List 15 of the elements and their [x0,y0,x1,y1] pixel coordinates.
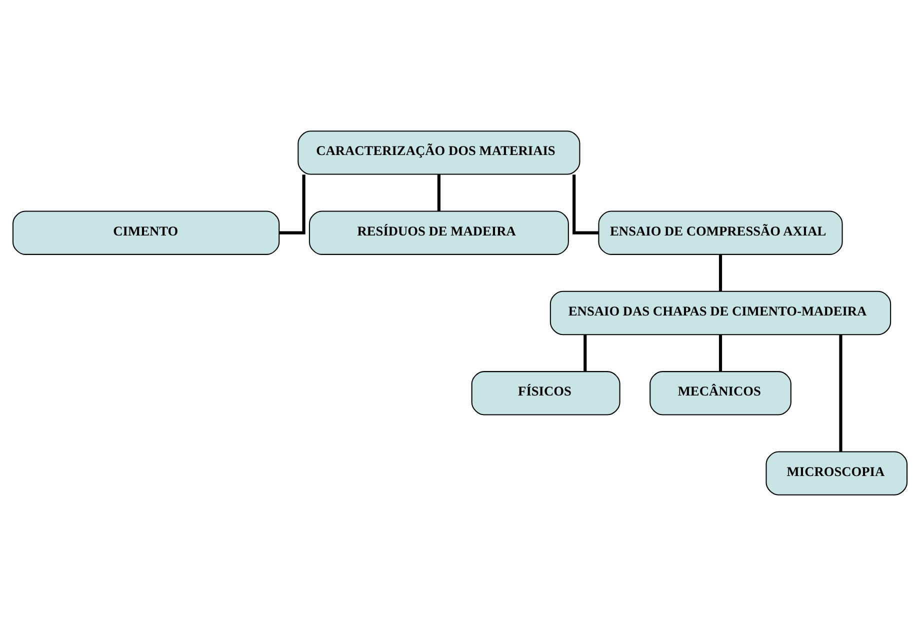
node-box: ENSAIO DE COMPRESSÃO AXIAL [598,210,843,255]
node-box: MECÂNICOS [650,371,792,416]
node-box: ENSAIO DAS CHAPAS DE CIMENTO-MADEIRA [550,290,892,336]
connector [279,174,306,234]
connector [572,174,599,234]
connector [718,334,722,372]
node-box: RESÍDUOS DE MADEIRA [308,210,569,255]
connector [584,334,587,372]
connector [718,254,722,292]
node-box: CIMENTO [12,210,280,255]
connector [839,334,842,452]
connector [437,174,440,212]
node-box: CARACTERIZAÇÃO DOS MATERIAIS [298,130,580,175]
node-box: FÍSICOS [471,371,620,416]
node-box: MICROSCOPIA [766,451,908,496]
